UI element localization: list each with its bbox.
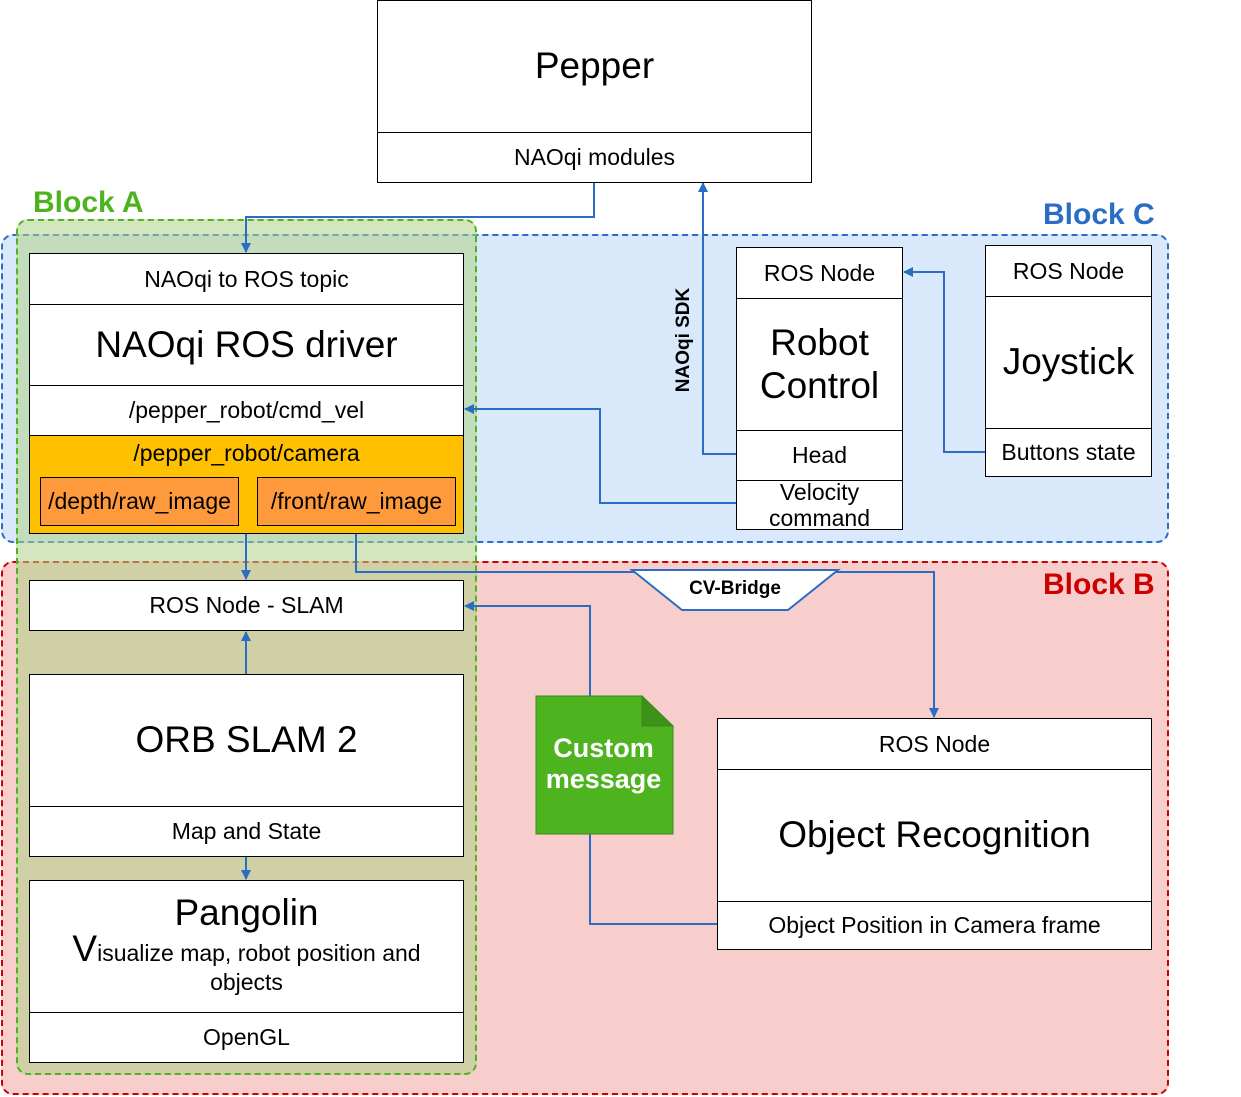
- custom-message-line2: message: [545, 764, 662, 794]
- naoqi-to-ros-topic: NAOqi to ROS topic: [144, 265, 349, 292]
- pepper-box: Pepper NAOqi modules: [377, 0, 812, 183]
- depth-raw-image-label: /depth/raw_image: [48, 488, 231, 514]
- pangolin-desc-line2: objects: [210, 969, 283, 995]
- joystick-node: ROS Node: [1012, 257, 1125, 284]
- opengl-port: OpenGL: [30, 1012, 463, 1062]
- map-and-state-port: Map and State: [30, 806, 463, 856]
- arrow-joystick-to-robot-control: [903, 267, 986, 453]
- robot-control-title: Robot Control: [737, 298, 902, 430]
- cmd-vel-topic: /pepper_robot/cmd_vel: [30, 385, 463, 435]
- orb-slam-box: ORB SLAM 2 Map and State: [29, 674, 464, 857]
- buttons-state-port: Buttons state: [986, 428, 1151, 476]
- slam-node-label: ROS Node - SLAM: [149, 592, 344, 619]
- camera-section: /pepper_robot/camera /depth/raw_image /f…: [30, 435, 463, 533]
- arrow-head-to-naoqi-modules: [698, 182, 736, 455]
- naoqi-sdk-label: NAOqi SDK: [673, 287, 694, 393]
- robot-control-box: ROS Node Robot Control Head Velocity com…: [736, 247, 903, 531]
- robot-control-title-line2: Control: [759, 364, 880, 406]
- custom-message-line1: Custom: [553, 733, 654, 763]
- block-b-label: Block B: [1043, 568, 1155, 601]
- arrow-velocity-to-cmd-vel: [464, 404, 736, 504]
- object-recognition-node: ROS Node: [878, 730, 991, 757]
- pangolin-description: Visualize map, robot position and: [30, 930, 463, 968]
- pangolin-desc-rest: isualize map, robot position and: [97, 940, 421, 966]
- front-raw-image-topic: /front/raw_image: [257, 477, 456, 526]
- custom-message-label: Custom message: [536, 733, 671, 795]
- depth-raw-image-topic: /depth/raw_image: [40, 477, 239, 526]
- naoqi-ros-driver-title: NAOqi ROS driver: [30, 304, 463, 385]
- block-c-label: Block C: [1043, 198, 1155, 231]
- arrow-naoqi-modules-to-driver: [241, 182, 595, 253]
- velocity-command-line1: Velocity: [779, 479, 860, 505]
- head-port: Head: [737, 430, 902, 480]
- object-recognition-box: ROS Node Object Recognition Object Posit…: [717, 718, 1152, 950]
- naoqi-ros-driver-box: NAOqi to ROS topic NAOqi ROS driver /pep…: [29, 253, 464, 534]
- camera-topic: /pepper_robot/camera: [133, 439, 360, 466]
- pepper-title: Pepper: [534, 45, 655, 87]
- velocity-command-line2: command: [769, 505, 870, 531]
- robot-control-node: ROS Node: [763, 259, 876, 286]
- orb-slam-title: ORB SLAM 2: [135, 719, 358, 761]
- slam-node-box: ROS Node - SLAM: [29, 580, 464, 631]
- object-recognition-title: Object Recognition: [718, 769, 1151, 901]
- joystick-box: ROS Node Joystick Buttons state: [985, 245, 1152, 477]
- front-raw-image-label: /front/raw_image: [270, 488, 443, 514]
- pangolin-box: Pangolin Visualize map, robot position a…: [29, 880, 464, 1063]
- pangolin-title: Pangolin: [174, 892, 319, 933]
- pangolin-content: Pangolin Visualize map, robot position a…: [30, 881, 463, 1012]
- object-position-port: Object Position in Camera frame: [718, 901, 1151, 949]
- velocity-command-port: Velocity command: [737, 479, 902, 531]
- robot-control-title-line1: Robot: [770, 321, 869, 363]
- cv-bridge-shape: [629, 569, 841, 611]
- cv-bridge-label: CV-Bridge: [689, 578, 781, 599]
- naoqi-modules: NAOqi modules: [378, 132, 811, 182]
- joystick-title: Joystick: [986, 296, 1151, 428]
- block-a-label: Block A: [33, 186, 144, 219]
- pangolin-desc-first-letter: V: [72, 928, 98, 969]
- custom-message-shape: [535, 695, 674, 835]
